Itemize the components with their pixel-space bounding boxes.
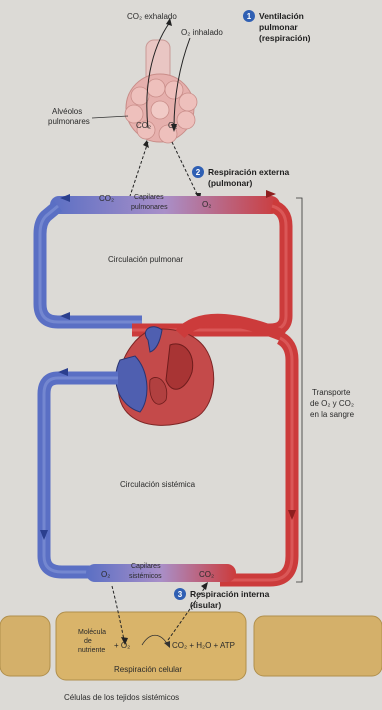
step3-line1: Respiración interna [190, 589, 270, 599]
alveoli-label-line1: Alvéolos [52, 107, 82, 116]
pulmonary-cap-line2: pulmonares [131, 204, 168, 211]
step3-number: 3 [178, 590, 183, 599]
o2-inhaled-label: O₂ inhalado [181, 28, 223, 37]
systemic-o2-label: O₂ [101, 570, 110, 579]
pulmonary-co2-label: CO₂ [99, 194, 114, 203]
systemic-circulation-label: Circulación sistémica [120, 480, 196, 489]
systemic-co2-label: CO₂ [199, 570, 214, 579]
tissue-cells-caption: Células de los tejidos sistémicos [64, 693, 179, 702]
alveolar-co2-label: CO₂ [136, 121, 151, 130]
transport-label-line3: en la sangre [310, 410, 355, 419]
cell-molecule-line2: de [84, 638, 92, 645]
step2-line2: (pulmonar) [208, 178, 253, 188]
alveoli-label-line2: pulmonares [48, 117, 90, 126]
alveolar-o2-label: O₂ [168, 121, 177, 130]
cell-molecule-line1: Molécula [78, 629, 106, 636]
step2-line1: Respiración externa [208, 167, 290, 177]
co2-exhaled-label: CO₂ exhalado [127, 12, 177, 21]
pulmonary-circulation-label: Circulación pulmonar [108, 255, 183, 264]
pulmonary-o2-label: O₂ [202, 200, 211, 209]
transport-label-line2: de O₂ y CO₂ [310, 399, 354, 408]
systemic-cap-line1: Capilares [131, 563, 161, 570]
transport-label-line1: Transporte [312, 388, 351, 397]
pulmonary-cap-line1: Capilares [134, 194, 164, 201]
cell-plus-o2: + O₂ [114, 641, 130, 650]
step1-line3: (respiración) [259, 33, 311, 43]
systemic-cap-line2: sistémicos [129, 573, 162, 580]
cell-products: CO₂ + H₂O + ATP [172, 641, 235, 650]
cell-respiration-label: Respiración celular [114, 665, 182, 674]
step2-number: 2 [196, 168, 201, 177]
step1-number: 1 [247, 12, 252, 21]
cell-molecule-line3: nutriente [78, 647, 105, 654]
step1-line1: Ventilación [259, 11, 304, 21]
step1-line2: pulmonar [259, 22, 298, 32]
